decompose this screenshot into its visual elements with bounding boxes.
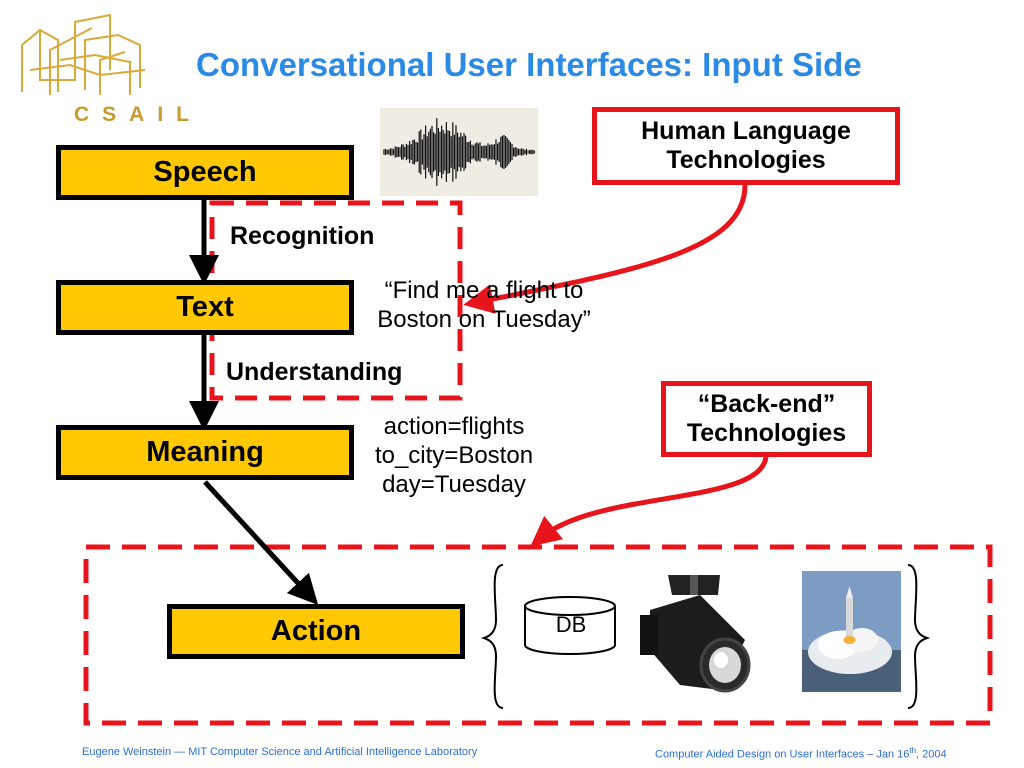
stage-action: Action [167, 604, 465, 659]
stage-action-label: Action [270, 615, 362, 647]
database-icon [524, 596, 616, 655]
backend-dashed-region [83, 544, 993, 726]
csail-logo-icon [21, 13, 146, 95]
example-utterance-line1: “Find me a flight to [384, 277, 584, 304]
backend-callout: “Back-end” Technologies [661, 381, 872, 457]
example-meaning-frame: action=flights to_city=Boston day=Tuesda… [354, 412, 554, 499]
stage-speech: Speech [56, 145, 354, 200]
csail-logo-text: CSAIL [74, 103, 202, 126]
speech-waveform-image [380, 108, 538, 196]
arrow-backend-to-region [530, 456, 769, 547]
arrow-meaning-to-action [203, 480, 319, 606]
backend-callout-line2: Technologies [686, 419, 847, 447]
database-label: DB [555, 612, 587, 637]
stage-meaning-label: Meaning [146, 436, 264, 468]
example-utterance: “Find me a flight to Boston on Tuesday” [354, 276, 614, 334]
recognition-label: Recognition [230, 222, 375, 250]
meaning-city-value: to_city=Boston [374, 442, 534, 469]
left-brace-icon [480, 564, 504, 709]
arrow-hlt-to-nlp [463, 184, 748, 314]
backend-callout-line1: “Back-end” [697, 390, 836, 418]
stage-light-icon [640, 575, 751, 693]
hlt-callout-line2: Technologies [666, 146, 826, 174]
footer-event-sup: th [909, 746, 917, 755]
example-utterance-line2: Boston on Tuesday” [377, 306, 591, 333]
meaning-action-value: action=flights [383, 413, 525, 440]
understanding-label: Understanding [226, 358, 403, 386]
right-brace-icon [907, 564, 931, 709]
slide-title: Conversational User Interfaces: Input Si… [196, 46, 862, 83]
footer-author: Eugene Weinstein — MIT Computer Science … [82, 746, 478, 758]
stage-meaning: Meaning [56, 425, 354, 480]
footer-event: Computer Aided Design on User Interfaces… [655, 746, 947, 761]
stage-text: Text [56, 280, 354, 335]
footer-event-text: Computer Aided Design on User Interfaces… [655, 748, 910, 761]
hlt-callout-line1: Human Language [641, 117, 851, 145]
stage-speech-label: Speech [153, 156, 257, 188]
meaning-day-value: day=Tuesday [382, 471, 526, 498]
footer-event-year: , 2004 [916, 748, 947, 761]
missile-launch-image [802, 571, 901, 692]
hlt-callout: Human Language Technologies [592, 107, 900, 185]
stage-text-label: Text [176, 291, 234, 323]
